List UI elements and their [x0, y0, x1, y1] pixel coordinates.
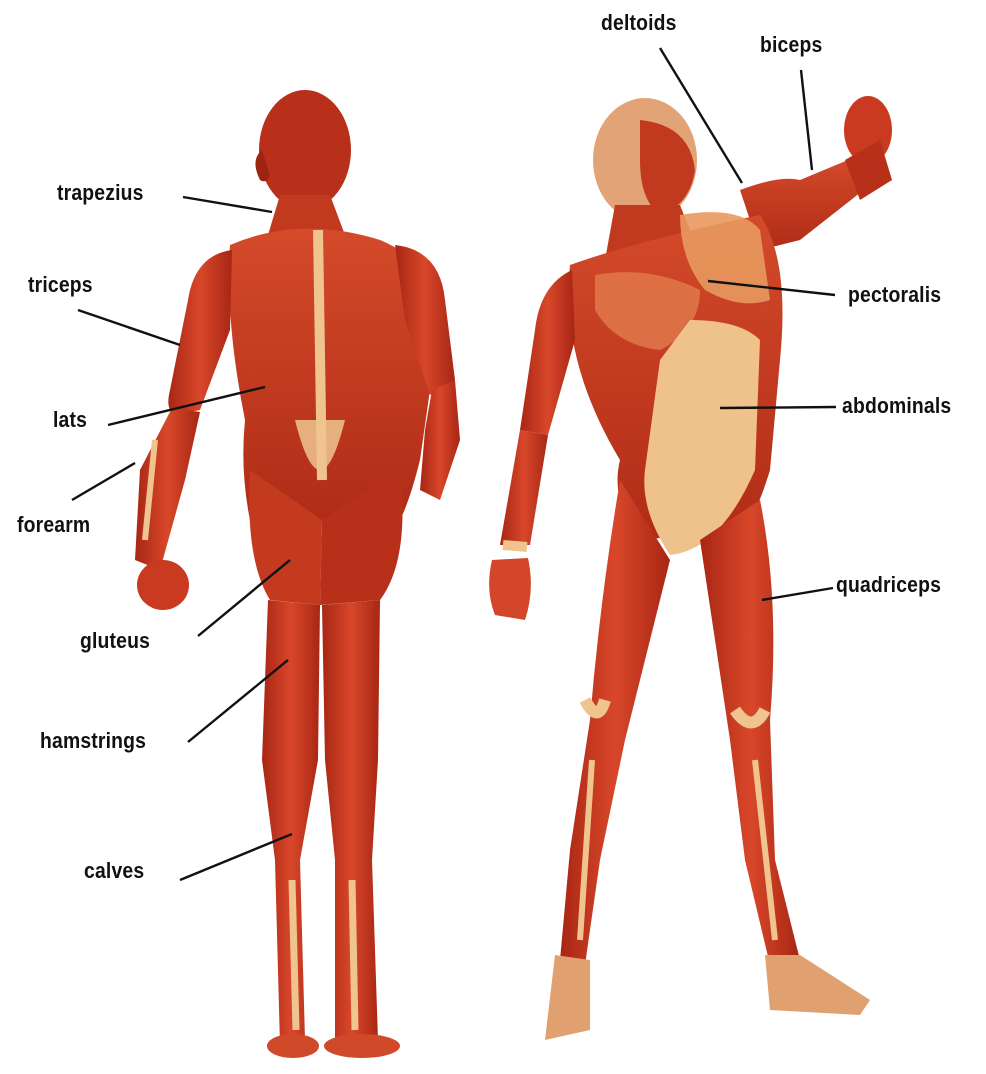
back-left-forearm	[135, 408, 200, 570]
label-calves: calves	[84, 858, 144, 884]
front-right-foot	[765, 955, 870, 1015]
front-view-figure	[489, 96, 892, 1040]
back-right-tendon	[352, 880, 355, 1030]
leader-forearm	[72, 463, 135, 500]
label-deltoids: deltoids	[601, 10, 677, 36]
leader-trapezius	[183, 197, 272, 212]
leader-abdominals	[720, 407, 836, 408]
back-left-upper-arm	[168, 250, 232, 415]
back-head	[259, 90, 351, 210]
back-left-foot	[267, 1034, 319, 1058]
front-left-upper-arm	[520, 270, 575, 435]
front-left-wrist-tendon	[503, 545, 527, 547]
label-quadriceps: quadriceps	[836, 572, 941, 598]
back-right-foot	[324, 1034, 400, 1058]
label-forearm: forearm	[17, 512, 90, 538]
label-pectoralis: pectoralis	[848, 282, 941, 308]
front-right-leg	[700, 500, 800, 965]
back-left-fist	[137, 560, 189, 610]
label-gluteus: gluteus	[80, 628, 150, 654]
leader-triceps	[78, 310, 180, 345]
label-triceps: triceps	[28, 272, 93, 298]
leader-biceps	[801, 70, 812, 170]
label-biceps: biceps	[760, 32, 822, 58]
back-left-tendon	[292, 880, 296, 1030]
front-left-forearm	[500, 430, 548, 545]
label-abdominals: abdominals	[842, 393, 951, 419]
back-left-leg	[262, 600, 320, 1045]
front-left-foot	[545, 955, 590, 1040]
leader-quadriceps	[762, 588, 833, 600]
label-trapezius: trapezius	[57, 180, 144, 206]
label-lats: lats	[53, 407, 87, 433]
label-hamstrings: hamstrings	[40, 728, 146, 754]
front-left-leg	[560, 480, 670, 965]
front-left-hand	[489, 558, 531, 620]
back-view-figure	[135, 90, 460, 1058]
